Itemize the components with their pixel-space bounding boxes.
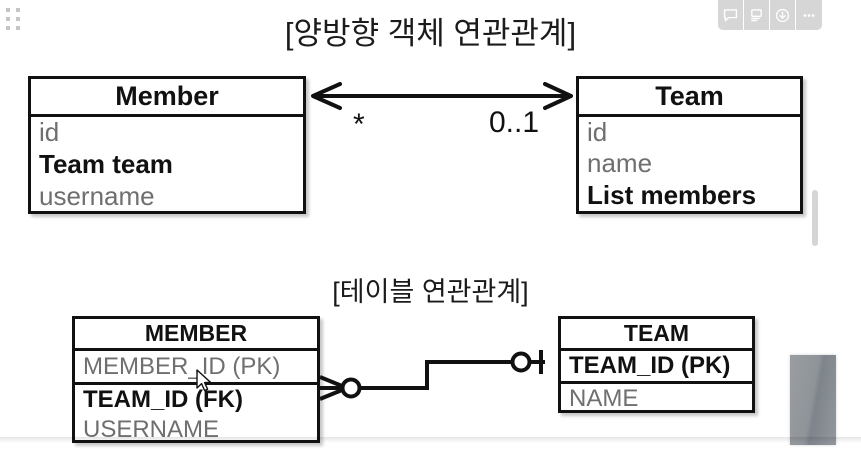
- slide-bottom-edge: [0, 437, 861, 443]
- db-column: USERNAME: [83, 416, 220, 443]
- slide-toolbar: [718, 0, 822, 30]
- comment-button[interactable]: [718, 0, 744, 30]
- multiplicity-right: 0..1: [489, 106, 540, 139]
- db-table-member-title: MEMBER: [75, 319, 317, 351]
- drag-dot: [6, 17, 10, 21]
- download-circle-icon: [774, 7, 791, 24]
- mouse-cursor: [196, 369, 214, 400]
- drag-dot: [16, 8, 20, 12]
- drag-dot: [16, 17, 20, 21]
- present-button[interactable]: [744, 0, 770, 30]
- db-table-team: TEAM TEAM_ID (PK) NAME: [558, 316, 755, 413]
- drag-handle[interactable]: [6, 8, 22, 32]
- drag-dot: [6, 26, 10, 30]
- uml-attribute: id: [587, 117, 608, 147]
- uml-class-team: Team id name List members: [576, 76, 803, 214]
- db-column: TEAM_ID (PK): [561, 351, 752, 384]
- uml-class-team-attributes: id name List members: [579, 117, 800, 212]
- uml-attribute: Team team: [39, 149, 173, 179]
- multiplicity-left: *: [353, 108, 365, 141]
- comment-bubble-icon: [722, 7, 739, 24]
- db-column: MEMBER_ID (PK): [75, 351, 317, 385]
- db-table-member-columns: MEMBER_ID (PK) TEAM_ID (FK) USERNAME: [75, 351, 317, 445]
- uml-attribute: List members: [587, 180, 757, 210]
- uml-class-team-title: Team: [579, 79, 800, 117]
- uml-attribute: id: [39, 117, 60, 147]
- section-two-caption: [테이블 연관관계]: [332, 277, 529, 307]
- db-table-member: MEMBER MEMBER_ID (PK) TEAM_ID (FK) USERN…: [72, 316, 320, 443]
- uml-class-member: Member id Team team username: [28, 76, 306, 214]
- uml-attribute: username: [39, 181, 155, 211]
- more-ellipsis-icon: [800, 7, 818, 24]
- db-table-team-columns: TEAM_ID (PK) NAME: [561, 351, 752, 414]
- drag-dot: [6, 8, 10, 12]
- vertical-scrollbar-thumb[interactable]: [812, 190, 818, 246]
- section-one-caption: [양방향 객체 연관관계]: [284, 16, 577, 51]
- drag-dot: [16, 26, 20, 30]
- uml-class-member-title: Member: [31, 79, 303, 117]
- uml-class-member-attributes: id Team team username: [31, 117, 303, 212]
- uml-attribute: name: [587, 148, 653, 178]
- db-table-team-title: TEAM: [561, 319, 752, 351]
- present-screen-icon: [748, 7, 765, 24]
- download-button[interactable]: [770, 0, 796, 30]
- video-overlay-block: [790, 355, 836, 445]
- db-column: NAME: [569, 385, 639, 412]
- db-column: TEAM_ID (FK): [83, 386, 243, 413]
- more-options-button[interactable]: [796, 0, 822, 30]
